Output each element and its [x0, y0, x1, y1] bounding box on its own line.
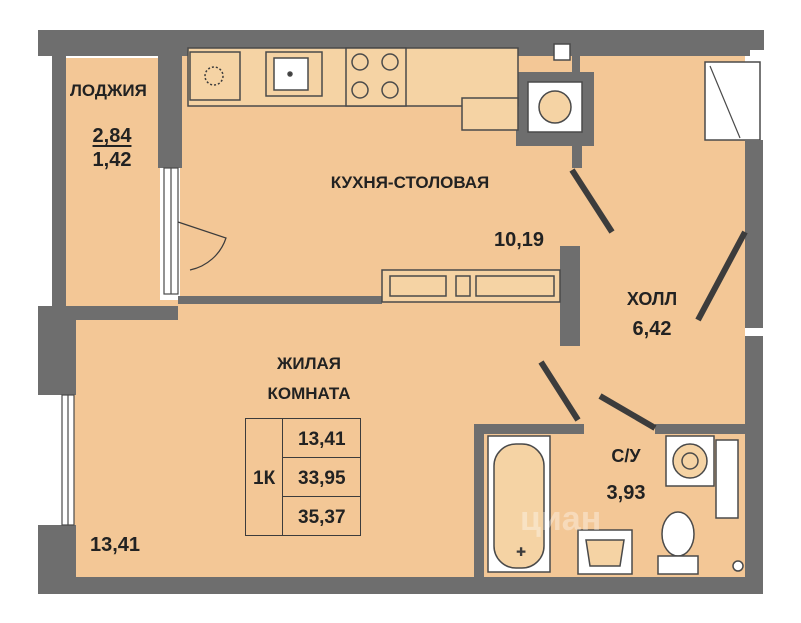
area-summary-table: 1К 13,41 33,95 35,37 [245, 418, 361, 536]
kitchen-area: 10,19 [494, 229, 545, 251]
stove-burner-4 [381, 81, 399, 99]
windows [61, 167, 179, 526]
loggia-area-reduced: 1,42 [92, 149, 132, 171]
door-loggia-swing [177, 221, 227, 271]
living-name-line2: КОМНАТА [267, 384, 351, 403]
wall-right-upper [745, 140, 763, 328]
loggia-floor [62, 58, 160, 306]
walls [38, 30, 764, 594]
summary-total-with-loggia: 35,37 [298, 507, 346, 528]
balcony-box-diagonal [709, 65, 741, 139]
total-area-row: 33,95 [283, 458, 360, 497]
door-entrance [695, 230, 748, 322]
kitchen-counter-ext [461, 97, 519, 131]
wall-loggia-bottom [38, 306, 178, 320]
wall-loggia-left [52, 56, 66, 318]
summary-total-area: 33,95 [298, 468, 346, 489]
wall-bathroom-top [474, 424, 584, 434]
boiler-icon [538, 90, 572, 124]
wall-partition-pillar [560, 246, 580, 346]
bathroom-area: 3,93 [606, 482, 646, 504]
wardrobe-door-1 [389, 275, 447, 297]
hall-area: 6,42 [632, 318, 672, 340]
watermark: циан [520, 500, 602, 538]
kitchen-name: КУХНЯ-СТОЛОВАЯ [330, 173, 490, 192]
stove-burner-1 [351, 53, 369, 71]
balcony-box [704, 61, 761, 141]
wall-loggia-kitchen-top [158, 44, 182, 168]
wall-left-living-top [38, 315, 76, 395]
loggia-area: 2,84 [92, 125, 132, 147]
washbasin-bowl [585, 539, 625, 567]
wall-shaft-top [572, 44, 580, 74]
toilet-tank [657, 555, 699, 575]
wall-bathroom-left [474, 424, 484, 580]
door-living [538, 360, 581, 422]
wall-top-right [575, 30, 764, 50]
hall-name: ХОЛЛ [626, 289, 678, 309]
stove-burner-2 [381, 53, 399, 71]
wall-bottom [38, 577, 763, 594]
stove-burner-3 [351, 81, 369, 99]
kitchen-fixtures [187, 43, 583, 133]
bathroom-name: С/У [611, 446, 641, 466]
wardrobe-door-3 [475, 275, 555, 297]
total-with-loggia-row: 35,37 [283, 497, 360, 536]
wall-bathroom-top-right [655, 424, 747, 434]
apartment-type: 1К [253, 468, 276, 489]
hall-lower-floor [474, 300, 745, 440]
heated-towel-rail [715, 439, 739, 519]
wardrobe [381, 269, 561, 303]
door-kitchen [569, 168, 615, 234]
toilet-bowl [661, 511, 695, 557]
wall-left-living-bottom [38, 525, 76, 585]
door-bathroom [598, 393, 657, 431]
summary-living-area: 13,41 [298, 429, 346, 450]
wardrobe-door-2 [455, 275, 471, 297]
washing-machine-icon [672, 443, 708, 479]
floor-drain-icon [732, 560, 744, 572]
bathroom-fixtures: ✚ [487, 435, 744, 575]
living-area-row: 13,41 [283, 419, 360, 458]
living-name-line1: ЖИЛАЯ [276, 354, 342, 373]
loggia-name: ЛОДЖИЯ [70, 81, 147, 100]
fan-cell [189, 51, 241, 101]
wall-kitchen-living [178, 296, 382, 304]
living-area: 13,41 [90, 534, 141, 556]
pipe-riser [553, 43, 571, 61]
bathtub-drain-icon: ✚ [516, 545, 526, 559]
apartment-type-cell: 1К [246, 419, 283, 535]
living-floor [74, 300, 474, 578]
fan-icon [204, 66, 224, 86]
sink-drain-icon [287, 71, 293, 77]
wall-right-lower [745, 336, 763, 591]
bathtub-inner [493, 443, 545, 569]
wall-shaft-bottom [572, 140, 582, 168]
doors [177, 168, 748, 431]
washing-machine-drum [681, 452, 699, 470]
